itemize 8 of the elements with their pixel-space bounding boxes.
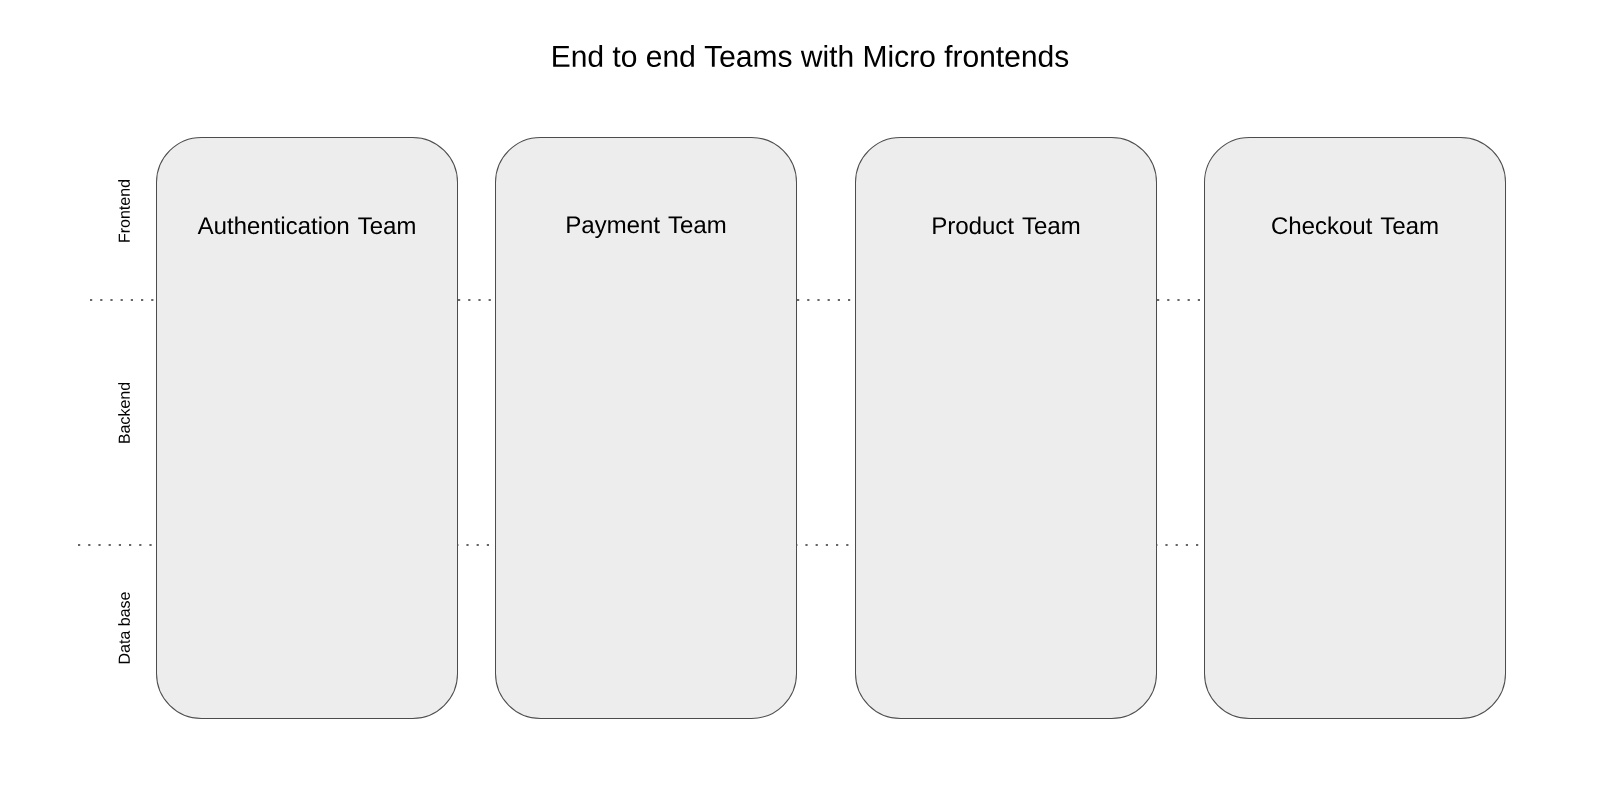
layer-label: Backend bbox=[118, 382, 130, 443]
team-box: Product Team bbox=[855, 137, 1157, 719]
team-box: Authentication Team bbox=[156, 137, 458, 719]
team-box: Checkout Team bbox=[1204, 137, 1506, 719]
layer-label: Frontend bbox=[118, 180, 130, 242]
team-box: Payment Team bbox=[495, 137, 797, 719]
layer-label: Data base bbox=[118, 592, 130, 664]
title: End to end Teams with Micro frontends bbox=[553, 45, 1069, 67]
